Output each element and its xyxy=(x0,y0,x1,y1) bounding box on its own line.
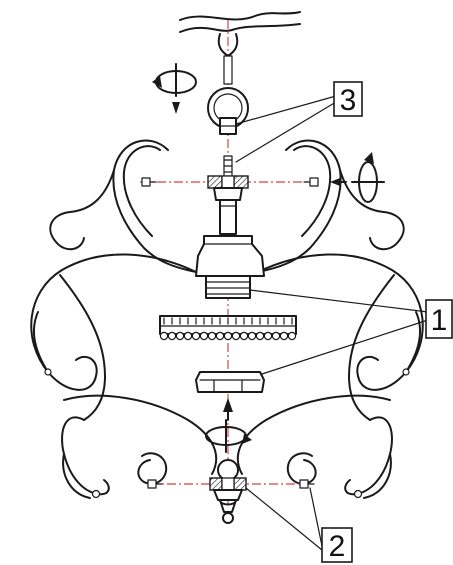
bead xyxy=(247,331,257,341)
upper-nut xyxy=(207,175,223,189)
screw-upper-left xyxy=(141,177,157,187)
screw-lower-right xyxy=(299,479,315,489)
locking-ring xyxy=(195,371,265,393)
ceiling-hook xyxy=(179,11,301,135)
callout-3-text: 3 xyxy=(340,84,357,117)
direction-arrow-icon xyxy=(223,398,233,421)
rotation-arrow-icon xyxy=(152,63,197,114)
scroll-arm-lower-right xyxy=(344,416,393,496)
bead xyxy=(215,331,225,341)
callout-1-text: 1 xyxy=(431,304,448,337)
bead xyxy=(223,331,233,341)
bead xyxy=(255,331,265,341)
bead xyxy=(271,331,281,341)
screws xyxy=(141,177,319,489)
bead xyxy=(263,331,273,341)
lamp-socket xyxy=(195,235,265,299)
callout-1: 1 xyxy=(425,299,453,339)
leader-lines xyxy=(235,95,429,551)
scroll-arm-lower-left xyxy=(61,416,110,496)
socket-thread xyxy=(205,275,251,299)
bead xyxy=(279,331,289,341)
screw-lower-left xyxy=(147,479,163,489)
bead xyxy=(175,331,185,341)
bead xyxy=(239,331,249,341)
callout-2-text: 2 xyxy=(329,530,346,563)
screw-upper-right xyxy=(303,177,319,187)
scroll-arm-left-outer xyxy=(30,253,197,391)
bead xyxy=(207,331,217,341)
bead xyxy=(199,331,209,341)
rotation-arrow-icon xyxy=(330,152,385,203)
bead xyxy=(191,331,201,341)
callout-2: 2 xyxy=(321,527,353,563)
bead-ring xyxy=(159,315,297,341)
bottom-finial xyxy=(209,459,247,524)
callout-3: 3 xyxy=(333,81,363,117)
scroll-arm-right-outer xyxy=(257,253,424,391)
bead xyxy=(231,331,241,341)
bead xyxy=(183,331,193,341)
scroll-arms xyxy=(30,139,424,499)
rotation-arrow-icon xyxy=(205,419,252,453)
bead xyxy=(167,331,177,341)
bead xyxy=(287,331,297,341)
bead xyxy=(159,331,169,341)
threaded-rod xyxy=(207,155,249,235)
scroll-arm-upper-right xyxy=(257,139,342,273)
scroll-arm-upper-left xyxy=(112,139,197,273)
